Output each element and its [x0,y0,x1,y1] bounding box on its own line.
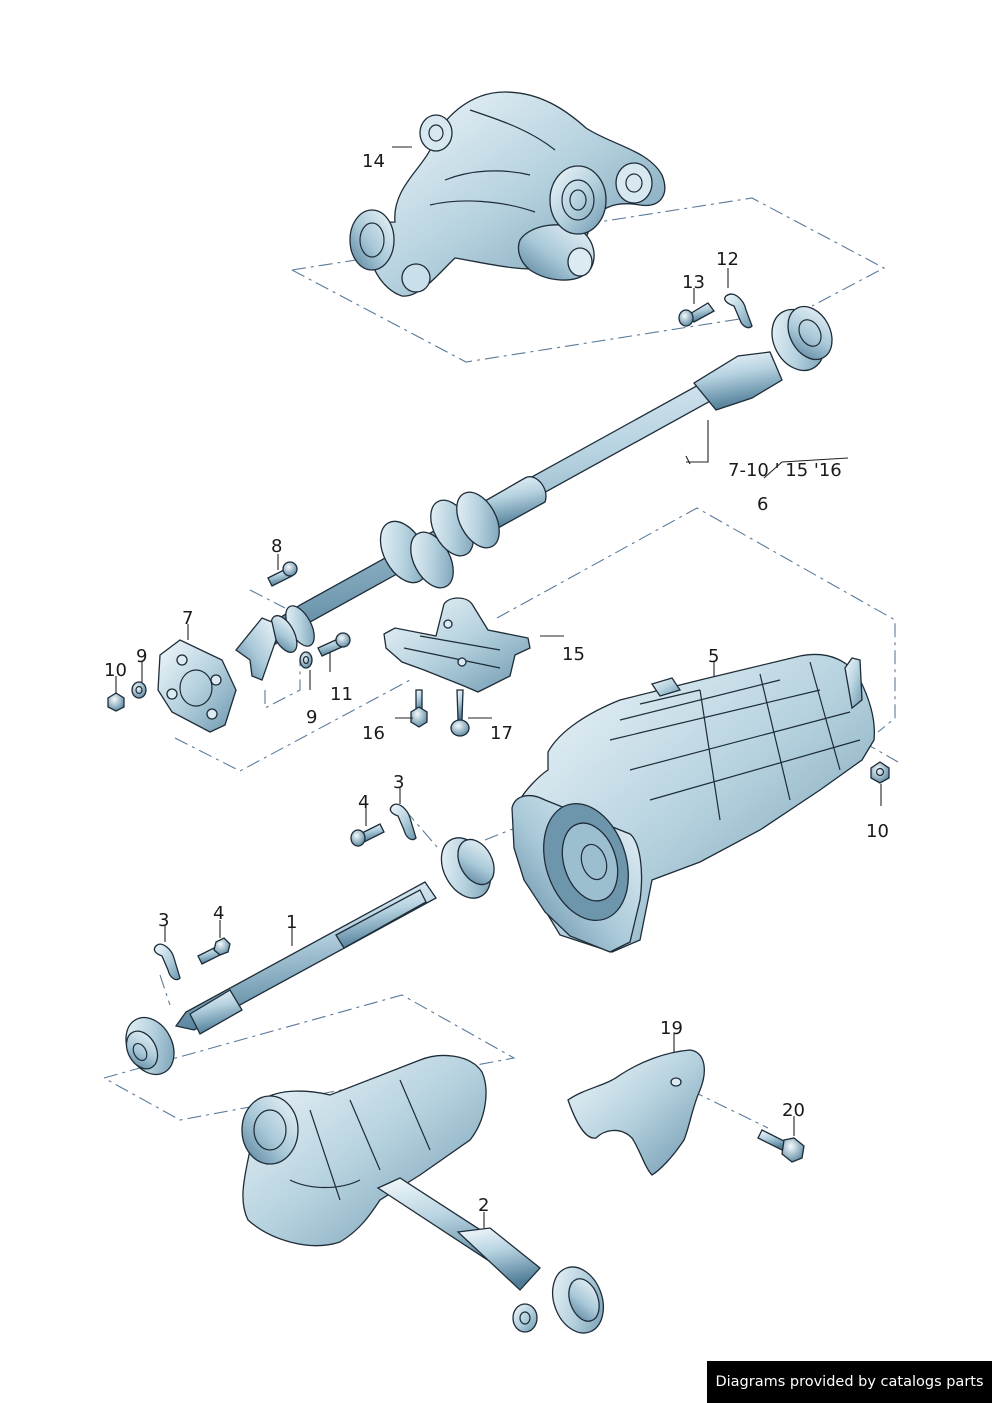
callout-11: 11 [330,684,353,705]
rear-propshaft-part-6 [235,305,833,681]
callout-range-note: 7-10 ' 15 '16 [728,460,842,481]
callout-20: 20 [782,1100,805,1121]
callout-8: 8 [271,536,282,557]
bracket-part-15 [383,597,531,693]
callout-3b: 3 [158,910,169,931]
flex-disc-part-7 [157,639,237,733]
lock-plate-part-3a [389,803,417,841]
callout-10a: 10 [104,660,127,681]
transfer-case-part-5 [511,653,876,953]
callout-14: 14 [362,151,385,172]
lock-plate-part-3b [153,943,181,981]
callout-7: 7 [182,608,193,629]
lock-plate-part-12 [724,293,753,329]
callout-10b: 10 [866,821,889,842]
leader-6-tick [685,455,691,465]
front-propshaft-part-1 [125,837,495,1076]
bolt-part-13 [678,302,715,327]
callout-19: 19 [660,1018,683,1039]
bolt-part-4a [350,823,385,847]
callout-6: 6 [757,494,768,515]
bolt-part-11 [317,632,351,657]
washer-part-9a [131,681,147,699]
heat-shield-part-19 [567,1049,705,1176]
callout-5: 5 [708,646,719,667]
bolt-part-20 [757,1129,805,1163]
callout-12: 12 [716,249,739,270]
nut-part-10a [107,692,125,712]
leader-6 [686,420,709,463]
callout-15: 15 [562,644,585,665]
leader-range [763,457,849,479]
watermark-badge: Diagrams provided by catalogs parts [707,1361,992,1403]
callout-16: 16 [362,723,385,744]
callout-4b: 4 [213,903,224,924]
rear-differential-part-14 [349,91,666,297]
bolt-part-4b [197,937,231,965]
bolt-part-16 [410,689,428,728]
screw-part-17 [450,689,470,737]
callout-2: 2 [478,1195,489,1216]
front-differential-part-2 [241,1054,605,1334]
bolt-part-8 [267,561,298,587]
nut-part-10b [870,761,890,784]
callout-9b: 9 [306,707,317,728]
callout-17: 17 [490,723,513,744]
callout-9a: 9 [136,646,147,667]
callout-4a: 4 [358,792,369,813]
callout-1: 1 [286,912,297,933]
washer-part-9b [299,651,313,669]
callout-3a: 3 [393,772,404,793]
callout-13: 13 [682,272,705,293]
